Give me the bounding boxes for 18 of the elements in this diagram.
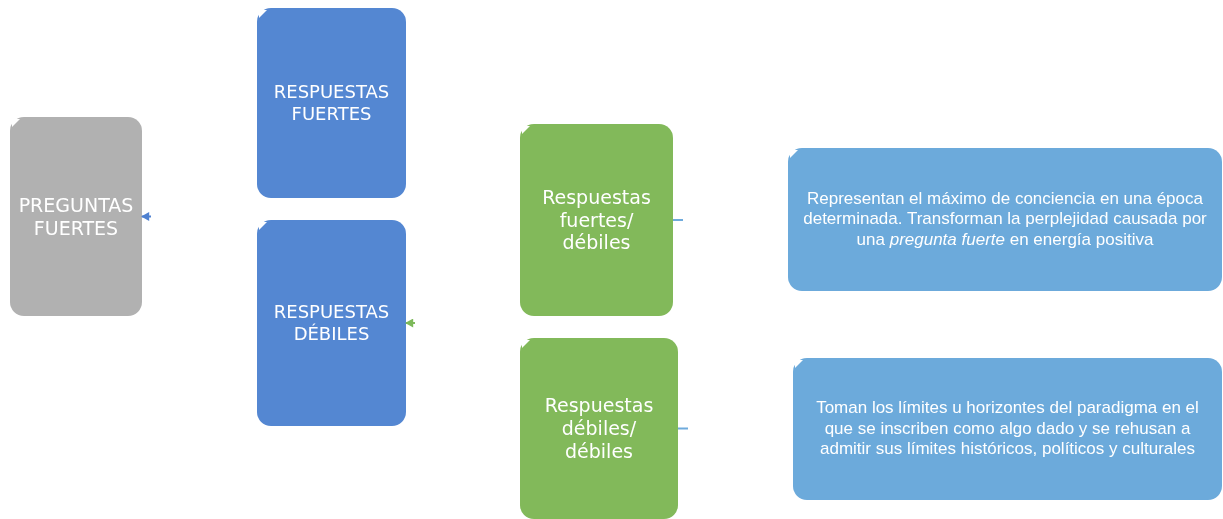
box-text: PREGUNTAS FUERTES <box>17 193 135 240</box>
box-text: Respuestas débiles/ débiles <box>543 394 655 463</box>
rounded-box <box>257 220 406 426</box>
box-text: Respuestas fuertes/ débiles <box>541 185 652 255</box>
arrow <box>405 318 416 328</box>
connector-line <box>677 427 689 430</box>
rounded-box <box>257 8 406 198</box>
box-text: RESPUESTAS FUERTES <box>272 81 391 125</box>
rounded-box <box>520 124 673 316</box>
rounded-box <box>788 148 1222 291</box>
rounded-box <box>793 358 1222 500</box>
box-text: RESPUESTAS DÉBILES <box>272 301 391 345</box>
rounded-box <box>10 117 142 316</box>
connector-line <box>672 219 684 221</box>
box-text: Representan el máximo de conciencia en una época determinada. Transforman la perplejidad causada por una pregunta fuerte en energía positiva <box>802 188 1208 251</box>
rounded-box <box>520 338 678 519</box>
box-text: Toman los límites u horizontes del paradigma en el que se inscriben como algo dado y se rehusan a admitir sus límites históricos, políticos y culturales <box>815 398 1200 460</box>
arrow <box>141 212 152 221</box>
